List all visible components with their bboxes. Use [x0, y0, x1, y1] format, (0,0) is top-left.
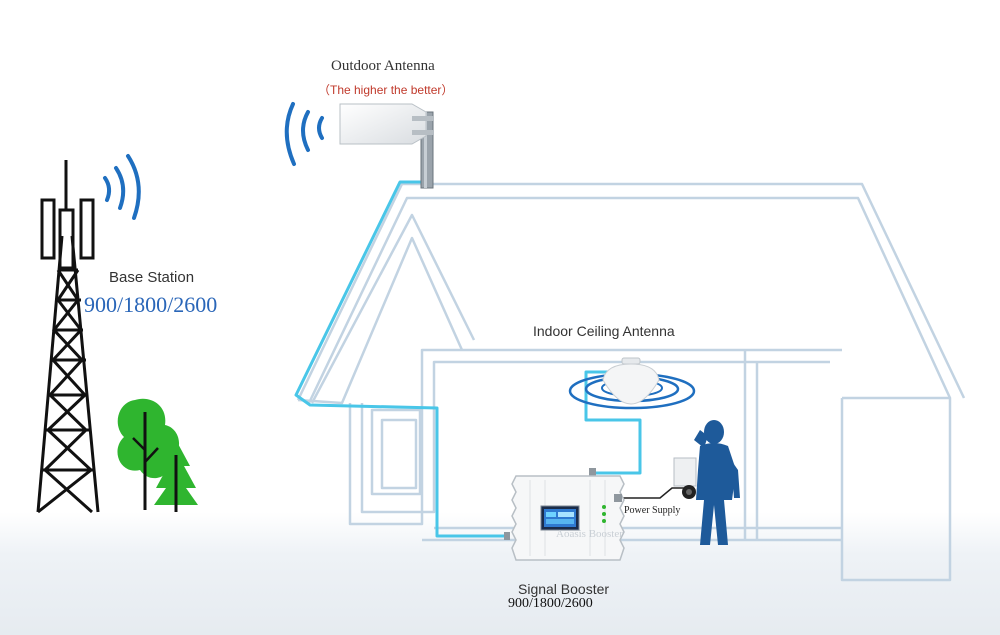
power-adapter-icon: [673, 457, 697, 499]
tree-icon: [117, 398, 198, 512]
power-cable: [618, 487, 690, 499]
signal-booster-bands: 900/1800/2600: [508, 596, 593, 611]
signal-booster-label: Signal Booster: [518, 581, 610, 597]
cell-tower-icon: [36, 160, 100, 514]
outdoor-antenna-note: （The higher the better）: [318, 83, 454, 97]
house-outline: [296, 182, 966, 582]
ground: [0, 512, 1000, 635]
booster-watermark: Aoasis Booster: [556, 528, 623, 540]
base-station-bands: 900/1800/2600: [84, 292, 218, 317]
booster-icon: [504, 468, 625, 561]
signal-wave-icon: [284, 102, 324, 166]
person-phone-icon: [694, 420, 740, 545]
signal-wave-icon: [103, 154, 141, 220]
ceiling-antenna-icon: [568, 357, 696, 410]
base-station-label: Base Station: [109, 269, 195, 286]
antenna-icon: [339, 103, 434, 189]
outdoor-antenna-label: Outdoor Antenna: [331, 58, 435, 74]
indoor-ceiling-antenna-label: Indoor Ceiling Antenna: [533, 323, 675, 339]
power-supply-label: Power Supply: [624, 505, 681, 516]
